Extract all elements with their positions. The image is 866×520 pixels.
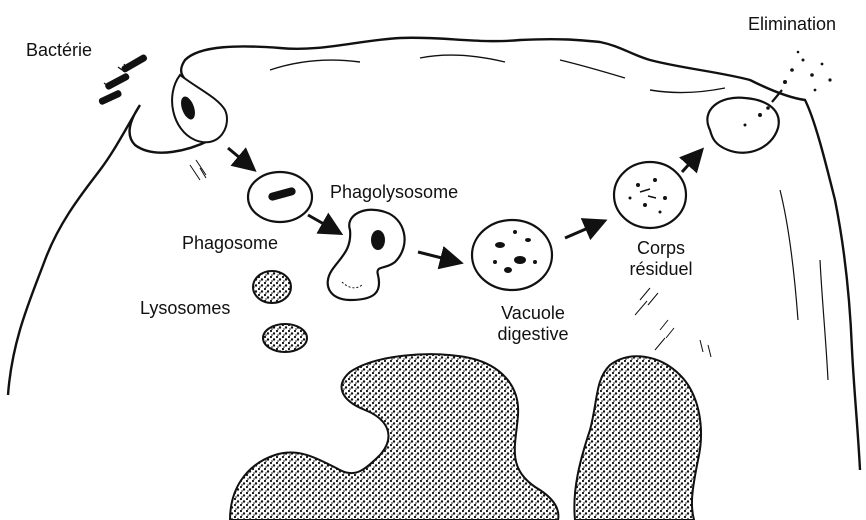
label-elimination: Elimination (748, 14, 836, 35)
digestive-vacuole (472, 220, 552, 290)
label-vacuole-digestive: Vacuole digestive (478, 303, 588, 345)
lysosome-2 (263, 324, 307, 352)
exocytosis-vesicle (707, 98, 778, 153)
arrow-3 (418, 252, 458, 262)
nucleus-lobe-left (230, 354, 558, 520)
membrane-fold (650, 88, 725, 93)
label-bacterie: Bactérie (26, 40, 92, 61)
arrow-1 (228, 148, 252, 168)
arrow-4 (565, 222, 602, 238)
label-vacuole-line2: digestive (478, 324, 588, 345)
arrow-5 (682, 152, 700, 172)
membrane-fold (270, 60, 360, 70)
label-vacuole-line1: Vacuole (478, 303, 588, 324)
arrow-2 (308, 215, 338, 232)
membrane-fold (560, 60, 625, 78)
label-phagosome: Phagosome (182, 233, 278, 254)
membrane-fold (820, 260, 828, 380)
nucleus-lobe-right (574, 356, 701, 520)
membrane-fold (780, 190, 798, 320)
phagolysosome-content (371, 230, 385, 250)
residual-body (614, 162, 686, 228)
label-corps-residuel: Corps résiduel (616, 238, 706, 280)
bacteria-group (98, 53, 148, 105)
label-corps-line1: Corps (616, 238, 706, 259)
phagolysosome (328, 210, 405, 300)
membrane-fold (420, 55, 505, 62)
label-phagolysosome: Phagolysosome (330, 182, 458, 203)
lysosome-1 (253, 271, 291, 303)
label-lysosomes: Lysosomes (140, 298, 230, 319)
label-corps-line2: résiduel (616, 259, 706, 280)
invagination (172, 75, 227, 142)
